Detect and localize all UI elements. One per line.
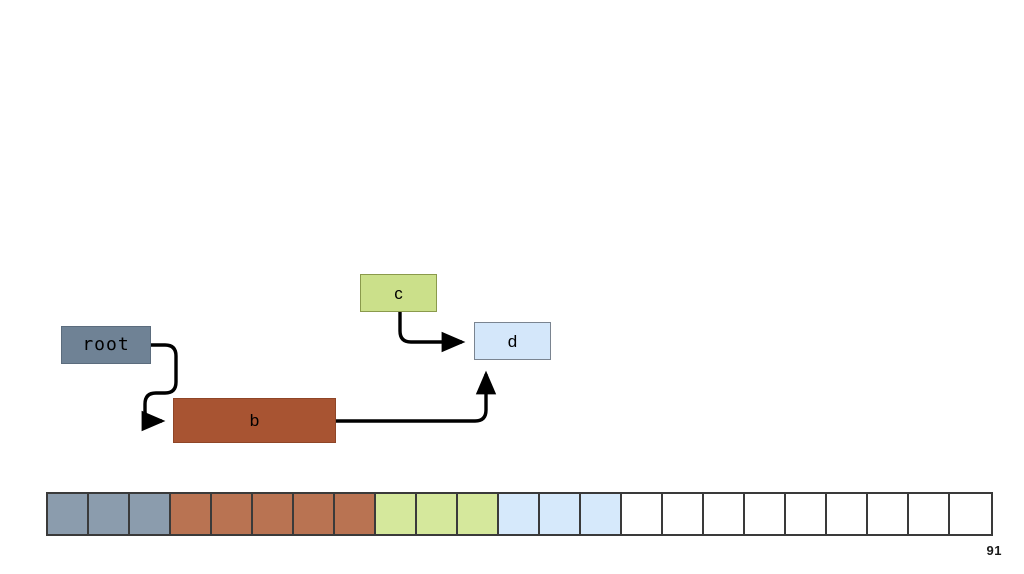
memory-cell: [540, 494, 581, 534]
node-c-label: c: [394, 283, 403, 303]
edge-b-to-d: [336, 370, 497, 423]
memory-cell: [458, 494, 499, 534]
memory-cell: [745, 494, 786, 534]
memory-cell: [622, 494, 663, 534]
memory-cell: [499, 494, 540, 534]
memory-cell: [171, 494, 212, 534]
memory-cell: [376, 494, 417, 534]
memory-cell: [89, 494, 130, 534]
memory-cell: [786, 494, 827, 534]
memory-cell: [253, 494, 294, 534]
node-d-label: d: [507, 331, 518, 351]
memory-cell: [827, 494, 868, 534]
edge-root-to-b: [141, 343, 178, 432]
memory-cell: [48, 494, 89, 534]
node-b-label: b: [249, 411, 260, 430]
node-b[interactable]: b: [173, 398, 336, 443]
page-number: 91: [986, 543, 1002, 558]
memory-cell: [130, 494, 171, 534]
node-d[interactable]: d: [474, 322, 551, 360]
memory-cell: [704, 494, 745, 534]
memory-cell: [581, 494, 622, 534]
edge-c-to-d: [398, 312, 466, 353]
memory-cell: [909, 494, 950, 534]
node-root[interactable]: root: [61, 326, 151, 364]
node-root-label: root: [82, 334, 130, 355]
memory-bar: [46, 492, 993, 536]
memory-cell: [950, 494, 991, 534]
node-c[interactable]: c: [360, 274, 437, 312]
memory-cell: [335, 494, 376, 534]
memory-cell: [868, 494, 909, 534]
memory-cell: [663, 494, 704, 534]
memory-cell: [417, 494, 458, 534]
memory-cell: [294, 494, 335, 534]
memory-cell: [212, 494, 253, 534]
